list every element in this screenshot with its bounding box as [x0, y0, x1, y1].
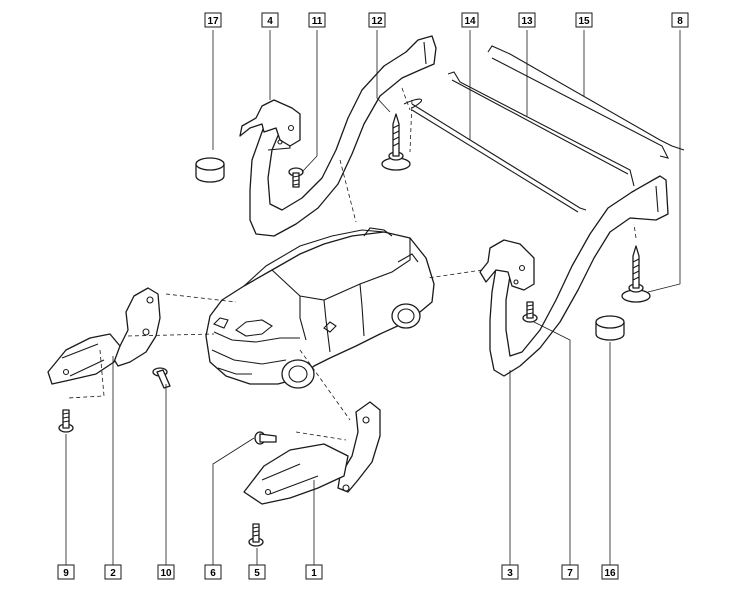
callout-8-label: 8	[677, 16, 683, 27]
callout-9-label: 9	[63, 568, 69, 579]
callout-8: 8	[671, 12, 689, 28]
bolt-10	[152, 367, 171, 389]
bolt-5	[248, 523, 264, 547]
hinge-arm-left	[249, 35, 437, 237]
callout-12-label: 12	[371, 16, 383, 27]
torsion-rod-15	[487, 45, 685, 159]
bolt-9	[58, 409, 74, 433]
callout-6-label: 6	[210, 568, 216, 579]
callout-12: 12	[368, 12, 386, 28]
callout-10-label: 10	[160, 568, 172, 579]
callout-2: 2	[104, 564, 122, 580]
callout-5-label: 5	[254, 568, 260, 579]
callout-15: 15	[575, 12, 593, 28]
callout-17-label: 17	[207, 16, 219, 27]
callout-14: 14	[461, 12, 479, 28]
bolt-6	[254, 431, 277, 445]
car-illustration	[205, 227, 435, 389]
callout-4-label: 4	[267, 16, 273, 27]
callout-3: 3	[501, 564, 519, 580]
callout-7-label: 7	[567, 568, 573, 579]
hinge-arm-right	[489, 175, 669, 377]
callout-16-label: 16	[604, 568, 616, 579]
callout-7: 7	[561, 564, 579, 580]
screw-12	[381, 113, 411, 171]
callout-1-label: 1	[311, 568, 317, 579]
callout-11-label: 11	[312, 16, 323, 27]
callout-4: 4	[261, 12, 279, 28]
callout-10: 10	[157, 564, 175, 580]
bolt-11	[288, 167, 304, 188]
assembly-lines	[67, 87, 637, 441]
callout-3-label: 3	[507, 568, 513, 579]
torsion-rod-13	[447, 71, 635, 187]
callout-16: 16	[601, 564, 619, 580]
callout-6: 6	[204, 564, 222, 580]
rubber-stop-17	[195, 157, 225, 183]
hinge-bracket-upper-left	[239, 99, 301, 147]
callout-11: 11	[308, 12, 326, 28]
callout-9: 9	[57, 564, 75, 580]
hinge-bracket-upper-right	[479, 239, 535, 291]
callout-13: 13	[518, 12, 536, 28]
bonnet-hinge-1	[243, 401, 381, 505]
callout-17: 17	[204, 12, 222, 28]
callout-13-label: 13	[521, 16, 533, 27]
torsion-rod-14	[403, 98, 587, 213]
callout-2-label: 2	[110, 568, 116, 579]
bonnet-hinge-2	[47, 287, 161, 385]
callout-1: 1	[305, 564, 323, 580]
callout-5: 5	[248, 564, 266, 580]
screw-8	[621, 245, 651, 303]
bolt-7	[522, 301, 538, 323]
rubber-stop-16	[595, 315, 625, 341]
callout-14-label: 14	[464, 16, 476, 27]
leader-lines	[65, 30, 681, 565]
callout-15-label: 15	[578, 16, 590, 27]
